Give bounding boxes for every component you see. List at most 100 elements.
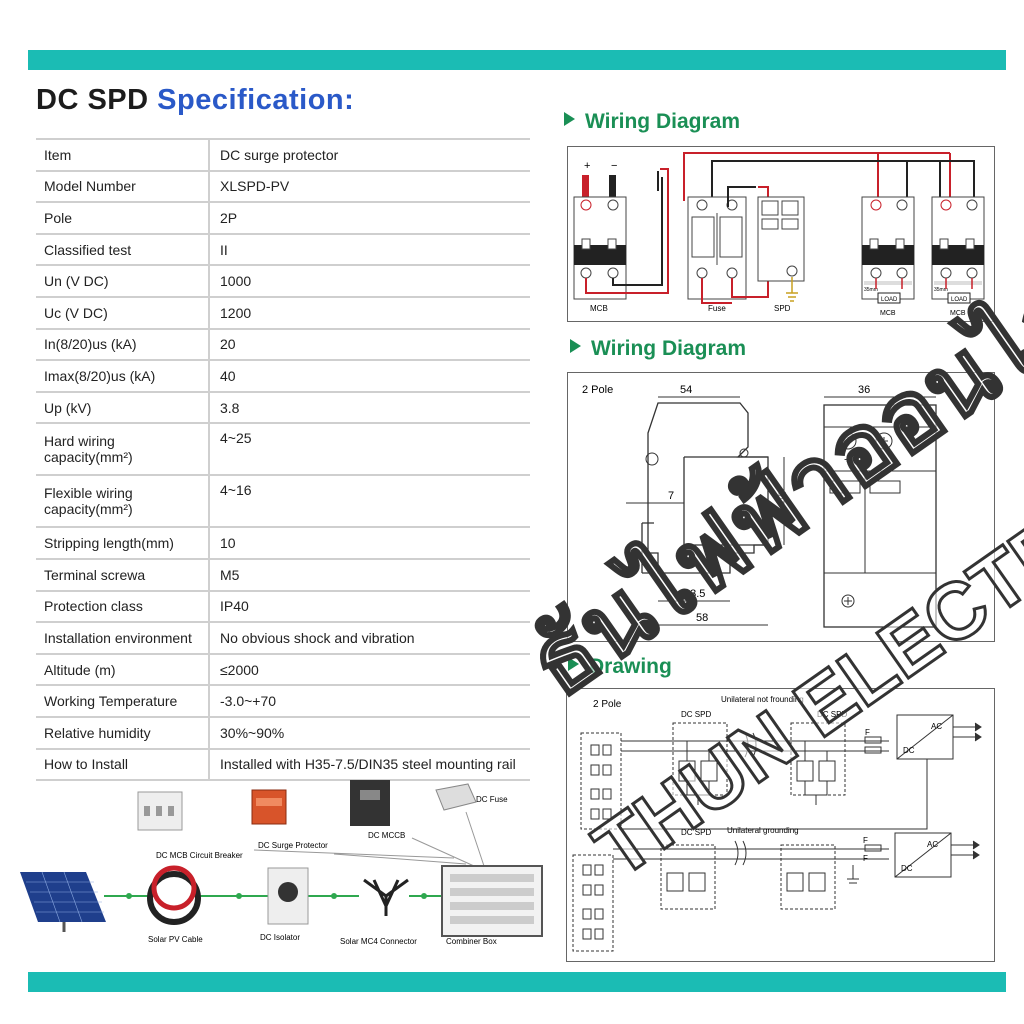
triangle-icon: [568, 657, 579, 671]
bottom-accent-bar: [28, 972, 1006, 992]
spec-value: M5: [209, 558, 530, 592]
spec-value: DC surge protector: [209, 138, 530, 172]
spec-key: Working Temperature: [36, 685, 210, 718]
spec-row: Un (V DC)1000: [36, 265, 530, 298]
svg-text:AC: AC: [927, 840, 938, 849]
spec-value: -3.0~+70: [209, 685, 530, 718]
svg-text:DC MCB Circuit Breaker: DC MCB Circuit Breaker: [156, 851, 243, 860]
spec-value: No obvious shock and vibration: [209, 622, 530, 655]
svg-text:DC Isolator: DC Isolator: [260, 933, 300, 942]
svg-text:DC MCCB: DC MCCB: [368, 831, 405, 840]
spec-value: 40: [209, 360, 530, 393]
svg-text:F: F: [865, 728, 870, 737]
svg-text:F: F: [863, 854, 868, 863]
spec-value: 4~16: [209, 475, 530, 529]
combiner-box-icon: [441, 865, 543, 937]
mc4-connector-icon: [363, 878, 409, 916]
spec-key: Flexible wiring capacity(mm²): [36, 475, 210, 529]
page-title: DC SPD Specification:: [36, 84, 354, 117]
spec-key: Relative humidity: [36, 716, 210, 750]
mcb-device-right-2: [931, 196, 985, 304]
spec-row: Working Temperature-3.0~+70: [36, 685, 530, 718]
fuse-label: Fuse: [708, 304, 726, 313]
dimension-drawing-svg: 2 Pole 54 45 7 43.5 58 36 + -: [582, 384, 937, 628]
spec-key: Un (V DC): [36, 265, 210, 298]
spec-key: Hard wiring capacity(mm²): [36, 423, 210, 477]
spec-value: 2P: [209, 202, 530, 235]
spec-key: Item: [36, 138, 210, 172]
spec-key: Classified test: [36, 233, 210, 267]
spec-row: Up (kV)3.8: [36, 391, 530, 425]
svg-text:DC SPD: DC SPD: [681, 710, 711, 719]
product-overview-svg: DC MCB Circuit Breaker DC Surge Protecto…: [20, 780, 543, 946]
title-part2: Specification:: [157, 84, 355, 116]
solar-panel-icon: [20, 871, 106, 932]
fuse-device: [687, 196, 747, 300]
spec-value: 4~25: [209, 423, 530, 477]
svg-text:Combiner Box: Combiner Box: [446, 937, 497, 946]
load-label-2: LOAD: [951, 297, 968, 303]
svg-text:45: 45: [777, 491, 789, 503]
spec-key: Uc (V DC): [36, 296, 210, 330]
svg-text:DC Fuse: DC Fuse: [476, 795, 508, 804]
spec-value: Installed with H35-7.5/DIN35 steel mount…: [209, 748, 530, 782]
svg-text:35mm: 35mm: [934, 287, 948, 293]
triangle-icon: [570, 339, 581, 353]
wiring-diagram-header-1: Wiring Diagram: [564, 110, 740, 134]
spec-value: 3.8: [209, 391, 530, 425]
plus-label: +: [584, 160, 590, 172]
title-part1: DC SPD: [36, 84, 149, 116]
wiring-diagram-title-2: Wiring Diagram: [591, 337, 746, 360]
spec-row: Imax(8/20)us (kA)40: [36, 360, 530, 393]
schematic-drawing-panel: 2 Pole Unilateral not frounding DC SPD D…: [566, 688, 995, 962]
wiring-diagram-title-1: Wiring Diagram: [585, 110, 740, 133]
svg-text:7: 7: [668, 490, 674, 502]
dc-isolator-icon: [267, 867, 309, 925]
solar-cable-icon: [147, 865, 201, 925]
svg-text:DC: DC: [901, 864, 913, 873]
spec-key: How to Install: [36, 748, 210, 782]
svg-text:43.5: 43.5: [684, 588, 705, 600]
svg-text:DC Surge Protector: DC Surge Protector: [258, 841, 328, 850]
spec-key: Up (kV): [36, 391, 210, 425]
triangle-icon: [564, 112, 575, 126]
spec-key: Pole: [36, 202, 210, 235]
svg-text:F: F: [863, 836, 868, 845]
spec-row: In(8/20)us (kA)20: [36, 328, 530, 362]
svg-text:DC SPD: DC SPD: [817, 710, 847, 719]
schematic-drawing-svg: 2 Pole Unilateral not frounding DC SPD D…: [572, 695, 982, 952]
spec-value: 30%~90%: [209, 716, 530, 750]
spec-key: Terminal screwa: [36, 558, 210, 592]
svg-text:DC SPD: DC SPD: [681, 828, 711, 837]
dc-mccb-icon: [350, 780, 390, 826]
spec-row: Hard wiring capacity(mm²)4~25: [36, 423, 530, 477]
spec-value: 10: [209, 527, 530, 560]
drawing-title: Drawing: [589, 655, 672, 678]
spec-value: 1200: [209, 296, 530, 330]
wiring-diagram-svg: + − MCB Fuse: [573, 152, 985, 317]
svg-text:36: 36: [858, 384, 870, 396]
svg-text:+: +: [844, 454, 850, 466]
svg-text:DC: DC: [903, 746, 915, 755]
spd-device: [757, 196, 805, 282]
svg-text:2 Pole: 2 Pole: [582, 384, 613, 396]
product-overview: DC MCB Circuit Breaker DC Surge Protecto…: [14, 776, 548, 970]
svg-text:54: 54: [680, 384, 692, 396]
svg-text:Unilateral not frounding: Unilateral not frounding: [721, 695, 804, 704]
svg-text:-: -: [882, 454, 886, 466]
spec-key: Installation environment: [36, 622, 210, 655]
spec-key: In(8/20)us (kA): [36, 328, 210, 362]
svg-text:MCB: MCB: [880, 310, 896, 317]
spec-row: Uc (V DC)1200: [36, 296, 530, 330]
dc-fuse-icon: [435, 783, 477, 811]
svg-text:35mm: 35mm: [864, 287, 878, 293]
spec-value: XLSPD-PV: [209, 170, 530, 204]
spec-key: Imax(8/20)us (kA): [36, 360, 210, 393]
svg-text:AC: AC: [931, 722, 942, 731]
dimension-drawing-panel: 2 Pole 54 45 7 43.5 58 36 + -: [567, 372, 995, 642]
